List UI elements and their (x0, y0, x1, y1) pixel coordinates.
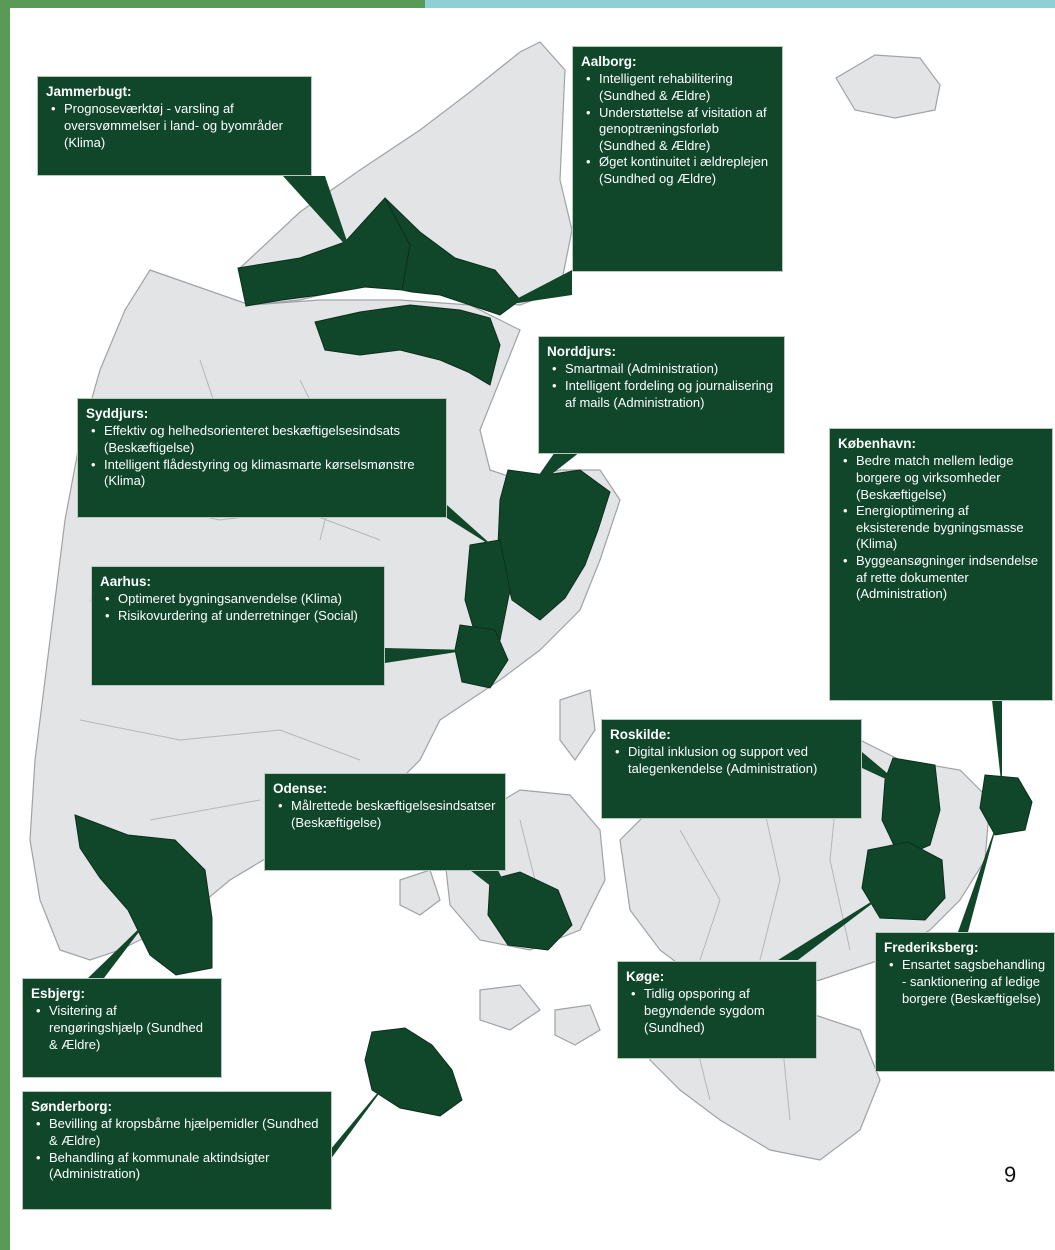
callout-list: Optimeret bygningsanvendelse (Klima)Risi… (100, 591, 376, 624)
callout-title: Køge: (626, 969, 665, 984)
municipality-odense (487, 871, 573, 951)
callout-item: Visitering af rengøringshjælp (Sundhed &… (36, 1003, 213, 1053)
callout-title: København: (838, 436, 917, 451)
callout-title: Syddjurs: (86, 406, 149, 421)
callout-title: Roskilde: (610, 727, 671, 742)
landmass-island-northeast (835, 54, 941, 119)
callout-item: Intelligent flådestyring og klimasmarte … (91, 457, 438, 490)
top-accent-bar-green (0, 0, 425, 8)
callout-title: Sønderborg: (31, 1099, 112, 1114)
callout-item: Øget kontinuitet i ældreplejen (Sundhed … (586, 154, 774, 187)
callout-list: Prognoseværktøj - varsling af oversvømme… (46, 101, 303, 151)
left-accent-bar (0, 0, 10, 1250)
municipality-aalborg (384, 197, 521, 316)
pointer-roskilde (862, 752, 905, 788)
pointer-koege (778, 890, 890, 960)
callout-list: Digital inklusion og support ved talegen… (610, 744, 853, 777)
callout-roskilde: Roskilde: Digital inklusion og support v… (601, 719, 862, 819)
callout-list: Ensartet sagsbehandling - sanktionering … (884, 957, 1046, 1007)
municipality-mariagerfjord (314, 304, 501, 386)
callout-item: Bedre match mellem ledige borgere og vir… (843, 453, 1044, 503)
pointer-aarhus (385, 648, 470, 663)
pointer-syddjurs (447, 505, 495, 548)
callout-aalborg: Aalborg: Intelligent rehabilitering (Sun… (572, 46, 783, 272)
pointer-frederiksberg (958, 820, 998, 932)
callout-jammerbugt: Jammerbugt: Prognoseværktøj - varsling a… (37, 76, 312, 176)
callout-frederiksberg: Frederiksberg: Ensartet sagsbehandling -… (875, 932, 1055, 1072)
callout-pointers (88, 176, 1002, 1160)
pointer-esbjerg (88, 920, 148, 978)
callout-list: Målrettede beskæftigelsesindsatser (Besk… (273, 798, 497, 831)
callout-item: Smartmail (Administration) (552, 361, 776, 378)
callout-title: Aarhus: (100, 574, 152, 589)
callout-list: Intelligent rehabilitering (Sundhed & Æl… (581, 71, 774, 187)
callout-title: Odense: (273, 781, 328, 796)
callout-title: Aalborg: (581, 54, 637, 69)
page-number: 9 (1004, 1162, 1017, 1187)
highlighted-municipalities (74, 197, 1033, 1117)
landmass-island-4 (554, 1004, 601, 1046)
callout-item: Målrettede beskæftigelsesindsatser (Besk… (278, 798, 497, 831)
landmass-island-2 (399, 869, 441, 916)
municipality-esbjerg (74, 814, 213, 976)
callout-syddjurs: Syddjurs: Effektiv og helhedsorienteret … (77, 398, 447, 518)
callout-soenderborg: Sønderborg: Bevilling af kropsbårne hjæl… (22, 1091, 332, 1210)
callout-aarhus: Aarhus: Optimeret bygningsanvendelse (Kl… (91, 566, 385, 686)
callout-item: Digital inklusion og support ved talegen… (615, 744, 853, 777)
callout-koebenhavn: København: Bedre match mellem ledige bor… (829, 428, 1053, 701)
pointer-soenderborg (330, 1072, 395, 1160)
callout-item: Optimeret bygningsanvendelse (Klima) (105, 591, 376, 608)
callout-item: Intelligent rehabilitering (Sundhed & Æl… (586, 71, 774, 104)
pointer-odense (470, 870, 515, 905)
callout-item: Tidlig opsporing af begyndende sygdom (S… (631, 986, 808, 1036)
callout-item: Energioptimering af eksisterende bygning… (843, 503, 1044, 553)
callout-list: Tidlig opsporing af begyndende sygdom (S… (626, 986, 808, 1036)
municipality-syddjurs (464, 539, 511, 651)
callout-item: Intelligent fordeling og journalisering … (552, 378, 776, 411)
callout-item: Prognoseværktøj - varsling af oversvømme… (51, 101, 303, 151)
callout-list: Bedre match mellem ledige borgere og vir… (838, 453, 1044, 603)
callout-title: Esbjerg: (31, 986, 86, 1001)
callout-item: Ensartet sagsbehandling - sanktionering … (889, 957, 1046, 1007)
pointer-koebenhavn (992, 700, 1002, 790)
callout-item: Byggeansøgninger indsendelse af rette do… (843, 553, 1044, 603)
landmass-island-1 (559, 689, 596, 762)
municipality-soenderborg (364, 1027, 463, 1117)
landmass-island-3 (479, 984, 541, 1031)
pointer-jammerbugt (283, 176, 350, 250)
municipality-norddjurs (497, 469, 611, 621)
callout-odense: Odense: Målrettede beskæftigelsesindsats… (264, 773, 506, 871)
municipality-koebenhavn (979, 774, 1033, 836)
callout-list: Effektiv og helhedsorienteret beskæftige… (86, 423, 438, 490)
pointer-norddjurs (525, 452, 580, 495)
callout-item: Effektiv og helhedsorienteret beskæftige… (91, 423, 438, 456)
callout-list: Visitering af rengøringshjælp (Sundhed &… (31, 1003, 213, 1053)
callout-item: Risikovurdering af underretninger (Socia… (105, 608, 376, 625)
top-accent-bar-teal (425, 0, 1055, 8)
callout-title: Jammerbugt: (46, 84, 132, 99)
callout-koege: Køge: Tidlig opsporing af begyndende syg… (617, 961, 817, 1059)
callout-esbjerg: Esbjerg: Visitering af rengøringshjælp (… (22, 978, 222, 1078)
callout-item: Understøttelse af visitation af genoptræ… (586, 105, 774, 155)
callout-title: Frederiksberg: (884, 940, 979, 955)
callout-list: Smartmail (Administration)Intelligent fo… (547, 361, 776, 411)
municipality-koege (861, 841, 946, 921)
callout-title: Norddjurs: (547, 344, 616, 359)
callout-norddjurs: Norddjurs: Smartmail (Administration)Int… (538, 336, 785, 454)
callout-item: Bevilling af kropsbårne hjælpemidler (Su… (36, 1116, 323, 1149)
callout-list: Bevilling af kropsbårne hjælpemidler (Su… (31, 1116, 323, 1183)
callout-item: Behandling af kommunale aktindsigter (Ad… (36, 1150, 323, 1183)
pointer-aalborg (505, 270, 572, 305)
